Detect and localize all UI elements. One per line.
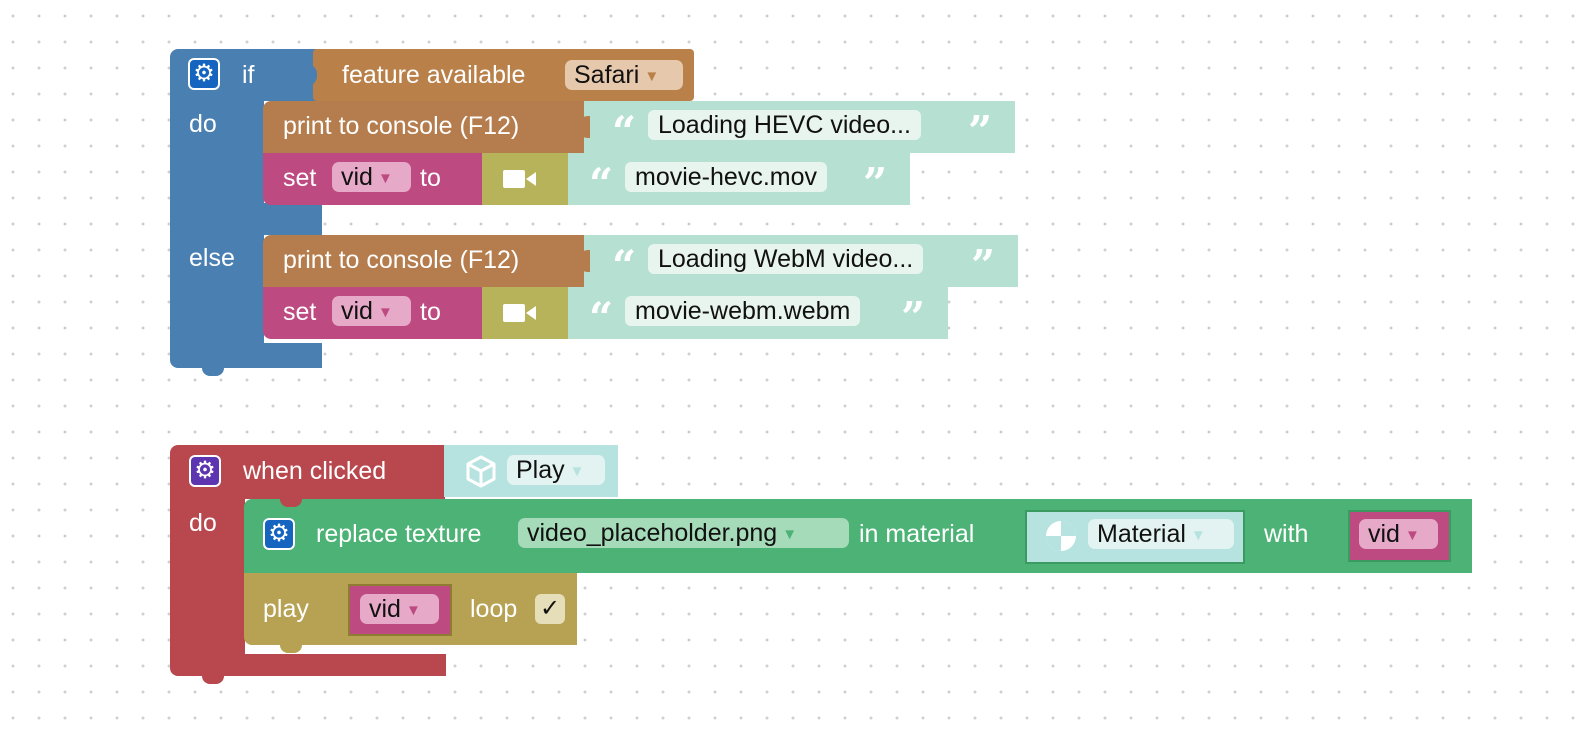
feature-dropdown-value: Safari [574,61,640,89]
chevron-down-icon: ▼ [377,170,393,187]
variable-dropdown[interactable]: vid▼ [360,594,439,624]
to-label: to [420,164,441,192]
set-label: set [283,298,317,326]
variable-dropdown[interactable]: vid▼ [332,162,411,192]
material-dropdown-value: Material [1097,520,1186,548]
print-console-block[interactable] [263,101,593,153]
string-socket [556,168,568,190]
do-label: do [189,110,217,138]
open-quote-icon: “ [589,293,614,342]
gear-icon[interactable]: ⚙ [263,518,295,550]
else-label: else [189,244,235,272]
close-quote-icon: ” [901,293,926,342]
event-block-spine [170,498,245,676]
feature-available-label: feature available [342,61,526,89]
close-quote-icon: ” [971,241,996,290]
variable-dropdown-value: vid [369,595,401,623]
if-block-divider [263,203,322,235]
feature-dropdown[interactable]: Safari▼ [565,60,683,90]
close-quote-icon: ” [968,107,993,156]
cube-icon [464,454,498,488]
print-console-label: print to console (F12) [283,246,520,274]
object-socket [432,460,444,482]
event-block-footer [244,654,446,676]
object-dropdown-value: Play [516,456,565,484]
replace-texture-block[interactable] [244,499,1472,573]
variable-dropdown[interactable]: vid▼ [1359,519,1438,549]
to-label: to [420,298,441,326]
set-label: set [283,164,317,192]
chevron-down-icon: ▼ [377,304,393,321]
in-material-label: in material [859,520,975,548]
close-quote-icon: ” [863,159,888,208]
chevron-down-icon: ▼ [405,602,421,619]
string-socket [578,116,590,138]
replace-texture-notch [280,497,302,507]
chevron-down-icon: ▼ [569,463,585,480]
variable-socket [1336,525,1348,547]
chevron-down-icon: ▼ [1404,527,1420,544]
loop-checkbox[interactable]: ✓ [535,594,565,624]
print-console-label: print to console (F12) [283,112,520,140]
if-label: if [242,61,255,89]
if-block-spine [170,100,264,368]
event-bottom-notch [202,674,224,684]
play-label: play [263,595,309,623]
video-socket [470,168,482,190]
open-quote-icon: “ [612,107,637,156]
play-bottom-notch [280,643,302,653]
material-icon [1044,519,1078,553]
chevron-down-icon: ▼ [644,68,660,85]
open-quote-icon: “ [589,159,614,208]
texture-dropdown-value: video_placeholder.png [527,519,778,547]
string-socket [556,302,568,324]
do-label: do [189,509,217,537]
video-camera-icon [503,168,537,190]
if-block-bottom-notch [202,366,224,376]
gear-icon[interactable]: ⚙ [188,58,220,90]
video-camera-icon [503,302,537,324]
object-dropdown[interactable]: Play▼ [507,455,605,485]
string-value[interactable]: Loading HEVC video... [648,110,921,140]
variable-dropdown[interactable]: vid▼ [332,296,411,326]
variable-dropdown-value: vid [341,297,373,325]
string-value[interactable]: movie-webm.webm [625,296,861,326]
print-console-block[interactable] [263,235,593,287]
when-clicked-label: when clicked [243,457,387,485]
material-socket [1013,526,1025,548]
chevron-down-icon: ▼ [782,526,798,543]
feature-socket [305,64,317,86]
variable-socket [336,599,348,621]
texture-dropdown[interactable]: video_placeholder.png▼ [518,518,849,548]
chevron-down-icon: ▼ [1190,527,1206,544]
variable-dropdown-value: vid [341,163,373,191]
with-label: with [1264,520,1309,548]
string-socket [578,250,590,272]
if-block-footer [263,343,322,368]
replace-texture-label: replace texture [316,520,482,548]
video-socket [470,302,482,324]
variable-dropdown-value: vid [1368,520,1400,548]
gear-icon[interactable]: ⚙ [189,455,221,487]
string-value[interactable]: Loading WebM video... [648,244,924,274]
string-value[interactable]: movie-hevc.mov [625,162,827,192]
loop-label: loop [470,595,518,623]
checkmark-icon: ✓ [539,595,561,622]
material-dropdown[interactable]: Material▼ [1088,519,1234,549]
open-quote-icon: “ [612,241,637,290]
